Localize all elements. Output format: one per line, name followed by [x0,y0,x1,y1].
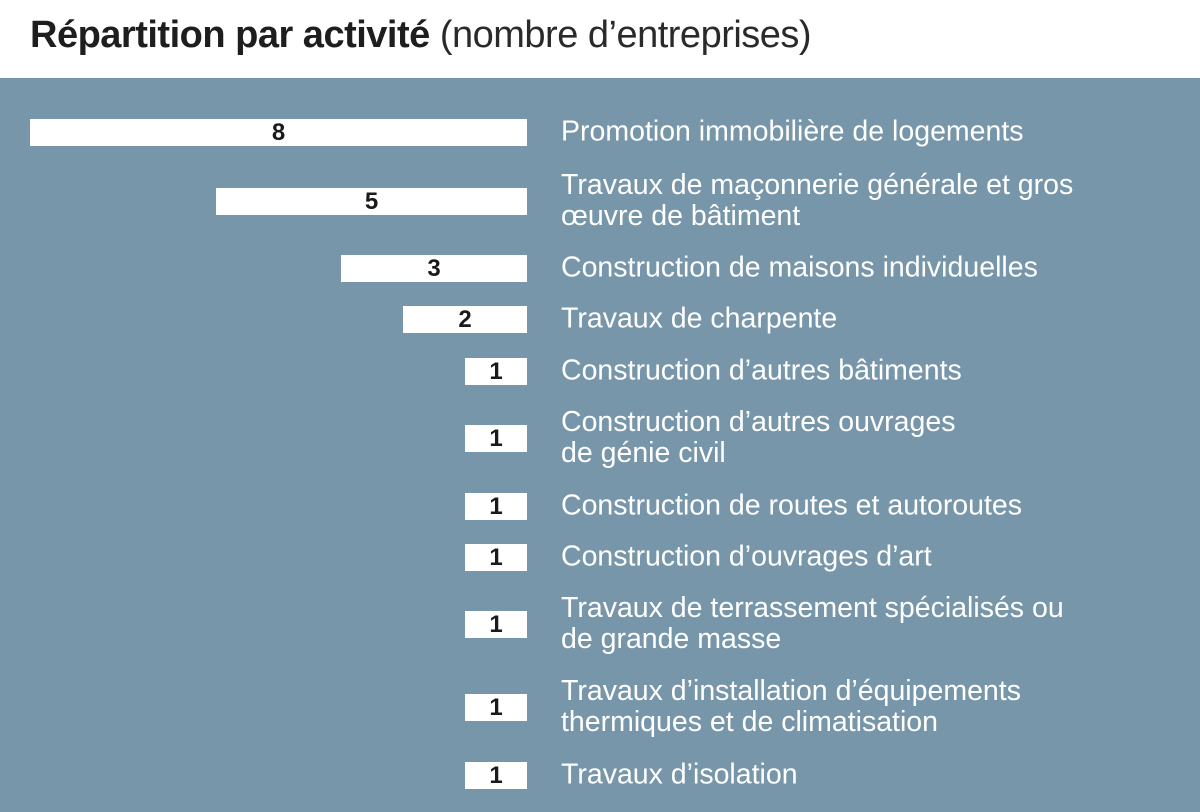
bar-value-label: 3 [427,254,441,282]
bar: 2 [403,306,527,333]
bar: 1 [465,762,527,789]
bar: 3 [341,255,527,282]
category-label-line1: Construction d’ouvrages d’art [561,540,932,573]
bar-value-label: 1 [489,357,503,385]
category-label-line1: Promotion immobilière de logements [561,115,1024,148]
category-label: Construction de maisons individuelles [561,251,1038,284]
category-label-line2: œuvre de bâtiment [561,200,801,232]
category-label-line1: Construction de routes et autoroutes [561,489,1023,522]
chart-panel [0,78,1200,812]
category-label: Promotion immobilière de logements [561,115,1024,148]
bar: 1 [465,694,527,721]
category-label: Travaux de charpente [561,302,838,335]
category-label: Travaux d’isolation [561,758,798,791]
bar: 1 [465,425,527,452]
category-label-line1: Construction d’autres bâtiments [561,354,962,387]
bar-value-label: 1 [489,424,503,452]
bar-value-label: 5 [364,187,379,215]
category-label-line1: Construction d’autres ouvrages [561,406,956,438]
category-label-line2: de grande masse [561,623,782,655]
bar: 1 [465,544,527,571]
bar-value-label: 1 [489,543,503,571]
bar: 8 [30,119,527,146]
category-label-line1: Construction de maisons individuelles [561,251,1038,284]
bar-value-label: 2 [458,305,472,333]
category-label-line1: Travaux d’installation d’équipements [561,675,1021,707]
category-label-line1: Travaux de charpente [561,302,838,335]
category-label: Construction d’autres bâtiments [561,354,962,387]
category-label-line1: Travaux d’isolation [561,758,798,791]
category-label-line1: Travaux de maçonnerie générale et gros [561,169,1074,201]
category-label-line2: thermiques et de climatisation [561,706,939,738]
category-label: Construction d’ouvrages d’art [561,540,932,573]
bar: 1 [465,493,527,520]
bar: 5 [216,188,527,215]
bar-value-label: 1 [489,693,503,721]
bar-value-label: 1 [489,610,503,638]
bar: 1 [465,358,527,385]
chart-title: Répartition par activité (nombre d’entre… [30,14,812,57]
category-label: Construction de routes et autoroutes [561,489,1023,522]
chart-title-main: Répartition par activité [30,14,430,56]
bar-value-label: 1 [489,761,503,789]
category-label-line2: de génie civil [561,437,726,469]
bar: 1 [465,611,527,638]
chart-title-unit: (nombre d’entreprises) [429,14,812,56]
bar-value-label: 1 [489,492,503,520]
bar-value-label: 8 [271,118,286,146]
category-label-line1: Travaux de terrassement spécialisés ou [561,592,1064,624]
